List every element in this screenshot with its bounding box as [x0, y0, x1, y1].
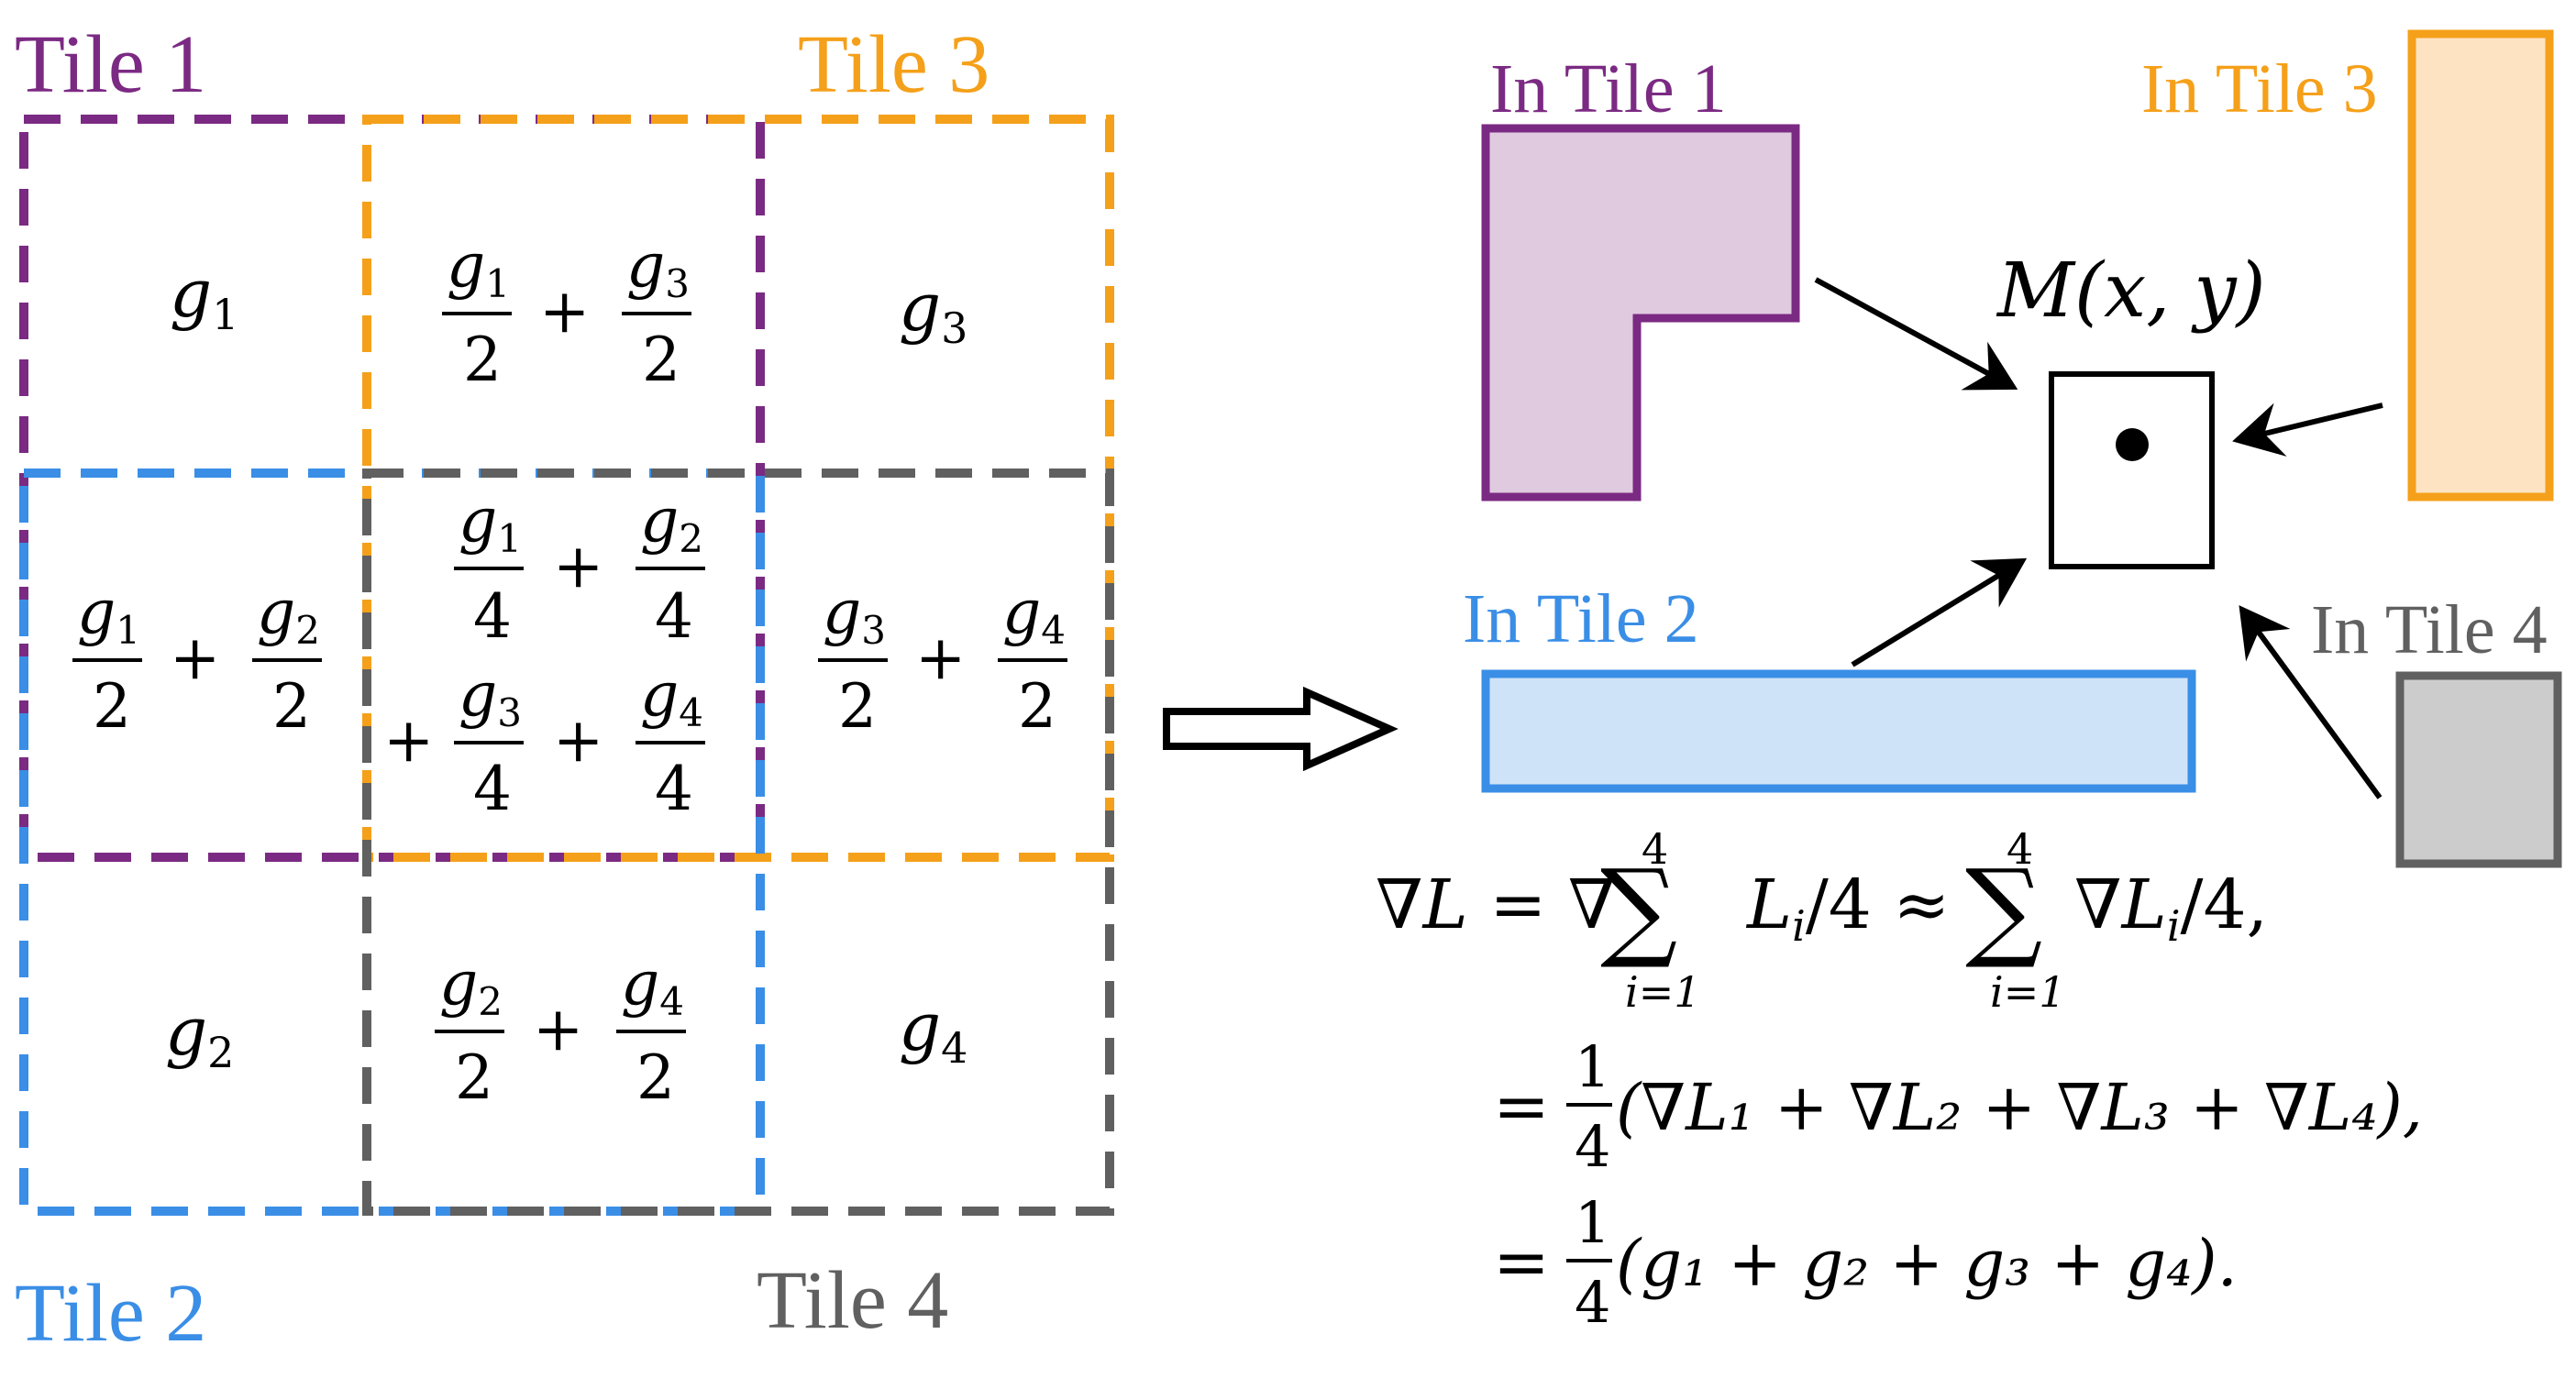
equation-line3: = 1 4 (g₁ + g₂ + g₃ + g₄). [1493, 1189, 2238, 1336]
tile4-boundary [362, 469, 1114, 1216]
svg-text:4: 4 [1575, 1113, 1610, 1180]
svg-text:g2: g2 [439, 948, 503, 1024]
svg-text:∇L = ∇: ∇L = ∇ [1376, 865, 1616, 944]
svg-text:+: + [915, 623, 966, 693]
cell-center-quarters: g1 4 + g2 4 + g3 4 + g4 4 [383, 485, 705, 824]
svg-text:+: + [170, 623, 220, 693]
svg-text:4: 4 [473, 754, 512, 824]
cell-g3: g3 [899, 269, 967, 353]
svg-text:1: 1 [1575, 1189, 1610, 1256]
svg-text:g1: g1 [77, 577, 140, 653]
svg-text:g1: g1 [170, 255, 238, 339]
tile1-label: Tile 1 [15, 19, 206, 110]
in-tile4-region [2395, 671, 2562, 868]
svg-text:g2: g2 [640, 485, 703, 561]
svg-text:g3: g3 [899, 269, 967, 353]
svg-text:4: 4 [1642, 824, 1668, 874]
svg-text:1: 1 [1575, 1033, 1610, 1100]
svg-text:4: 4 [1575, 1269, 1610, 1336]
in-tile3-region [2407, 29, 2554, 502]
svg-text:2: 2 [1018, 671, 1056, 742]
svg-text:4: 4 [655, 581, 693, 652]
svg-text:∑: ∑ [1600, 845, 1677, 972]
arrow-from-tile4 [2239, 605, 2383, 799]
in-tile3-label: In Tile 3 [2141, 50, 2378, 127]
svg-text:g3: g3 [459, 659, 522, 735]
svg-text:+: + [383, 705, 434, 776]
in-tile4-label: In Tile 4 [2311, 591, 2548, 668]
svg-text:g1: g1 [447, 230, 510, 306]
cell-g1-g2-half: g1 2 + g2 2 [72, 577, 322, 742]
tile2-label: Tile 2 [15, 1268, 206, 1359]
svg-text:∑: ∑ [1965, 845, 2042, 972]
svg-text:g1: g1 [459, 485, 522, 561]
svg-text:2: 2 [838, 671, 877, 742]
svg-text:(∇L₁ + ∇L₂ + ∇L₃ + ∇L₄),: (∇L₁ + ∇L₂ + ∇L₃ + ∇L₄), [1616, 1070, 2423, 1145]
in-tile2-label: In Tile 2 [1463, 580, 1699, 657]
equation-line1: ∇L = ∇ 4 ∑ i=1 Li/4 ≈ 4 ∑ i=1 ∇Li/4, [1376, 824, 2268, 1017]
svg-text:2: 2 [642, 325, 680, 395]
in-tile1-label: In Tile 1 [1490, 50, 1727, 127]
m-xy-label: M(x, y) [1996, 248, 2266, 335]
arrow-from-tile2 [1851, 557, 2028, 667]
svg-text:g2: g2 [165, 993, 234, 1077]
svg-text:g4: g4 [640, 659, 703, 735]
svg-text:4: 4 [473, 581, 512, 652]
in-tile1-region [1481, 124, 1800, 502]
cell-g4: g4 [899, 988, 967, 1073]
svg-text:i=1: i=1 [1990, 967, 2066, 1017]
pixel-box [2049, 371, 2215, 569]
svg-text:2: 2 [455, 1042, 493, 1113]
cell-g3-g4-half: g3 2 + g4 2 [818, 577, 1067, 742]
svg-text:4: 4 [2007, 824, 2033, 874]
cell-g1: g1 [170, 255, 238, 339]
transform-arrow [1163, 686, 1399, 772]
svg-text:2: 2 [636, 1042, 675, 1113]
svg-text:2: 2 [463, 325, 502, 395]
arrow-from-tile3 [2232, 402, 2383, 457]
svg-text:g4: g4 [899, 988, 967, 1073]
svg-text:g2: g2 [257, 577, 320, 653]
svg-text:g4: g4 [1002, 577, 1066, 653]
svg-text:+: + [553, 705, 603, 776]
gradient-equations: ∇L = ∇ 4 ∑ i=1 Li/4 ≈ 4 ∑ i=1 ∇Li/4, = 1… [1376, 824, 2423, 1336]
svg-text:g3: g3 [823, 577, 886, 653]
arrow-from-tile1 [1814, 277, 2018, 391]
equation-line2: = 1 4 (∇L₁ + ∇L₂ + ∇L₃ + ∇L₄), [1493, 1033, 2423, 1180]
pixel-point [2116, 428, 2149, 461]
gradient-arrows [1814, 277, 2383, 799]
tile3-label: Tile 3 [798, 19, 989, 110]
svg-text:+: + [533, 994, 583, 1064]
svg-text:=: = [1493, 1067, 1550, 1146]
svg-text:(g₁ + g₂ + g₃ + g₄).: (g₁ + g₂ + g₃ + g₄). [1616, 1226, 2238, 1301]
svg-text:Li/4 ≈: Li/4 ≈ [1745, 865, 1950, 951]
tile4-label: Tile 4 [757, 1255, 948, 1346]
cell-g2-g4-half: g2 2 + g4 2 [435, 948, 686, 1113]
svg-text:i=1: i=1 [1625, 967, 1701, 1017]
in-tile2-region [1481, 669, 2196, 793]
cell-g1-g3-half: g1 2 + g3 2 [442, 230, 691, 395]
svg-text:2: 2 [272, 671, 311, 742]
svg-text:+: + [539, 276, 590, 347]
svg-text:+: + [553, 531, 603, 601]
svg-text:g4: g4 [621, 948, 684, 1024]
svg-text:∇Li/4,: ∇Li/4, [2074, 865, 2268, 951]
cell-g2: g2 [165, 993, 234, 1077]
svg-text:=: = [1493, 1223, 1550, 1302]
svg-text:4: 4 [655, 754, 693, 824]
svg-text:2: 2 [93, 671, 131, 742]
svg-text:g3: g3 [626, 230, 690, 306]
tile-grid [19, 115, 1114, 1216]
